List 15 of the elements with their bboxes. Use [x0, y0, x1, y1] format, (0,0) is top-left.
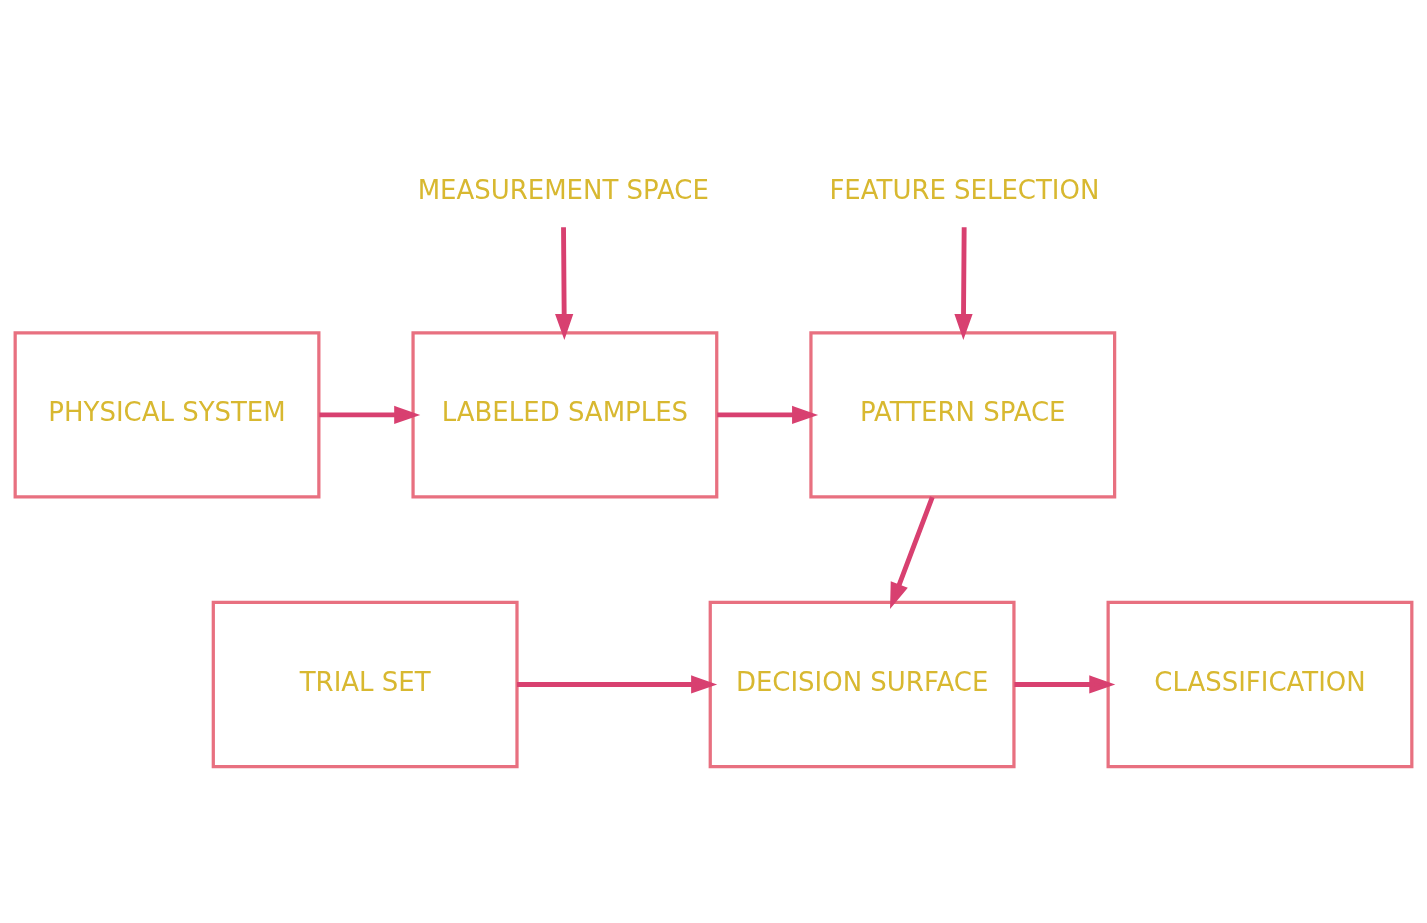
arrow — [319, 405, 421, 424]
node-box: PHYSICAL SYSTEM — [13, 330, 321, 499]
arrow — [954, 226, 973, 340]
arrow — [517, 674, 718, 694]
node-box: DECISION SURFACE — [708, 600, 1016, 768]
arrow — [717, 405, 819, 424]
node-box: CLASSIFICATION — [1106, 600, 1414, 768]
arrow — [890, 495, 935, 609]
node-box: LABELED SAMPLES — [411, 330, 719, 499]
node-text: FEATURE SELECTION — [829, 174, 1100, 205]
node-box: TRIAL SET — [211, 600, 519, 768]
arrow — [1014, 674, 1116, 694]
node-box: PATTERN SPACE — [809, 330, 1117, 499]
arrow — [555, 226, 574, 340]
node-text: MEASUREMENT SPACE — [417, 174, 709, 205]
